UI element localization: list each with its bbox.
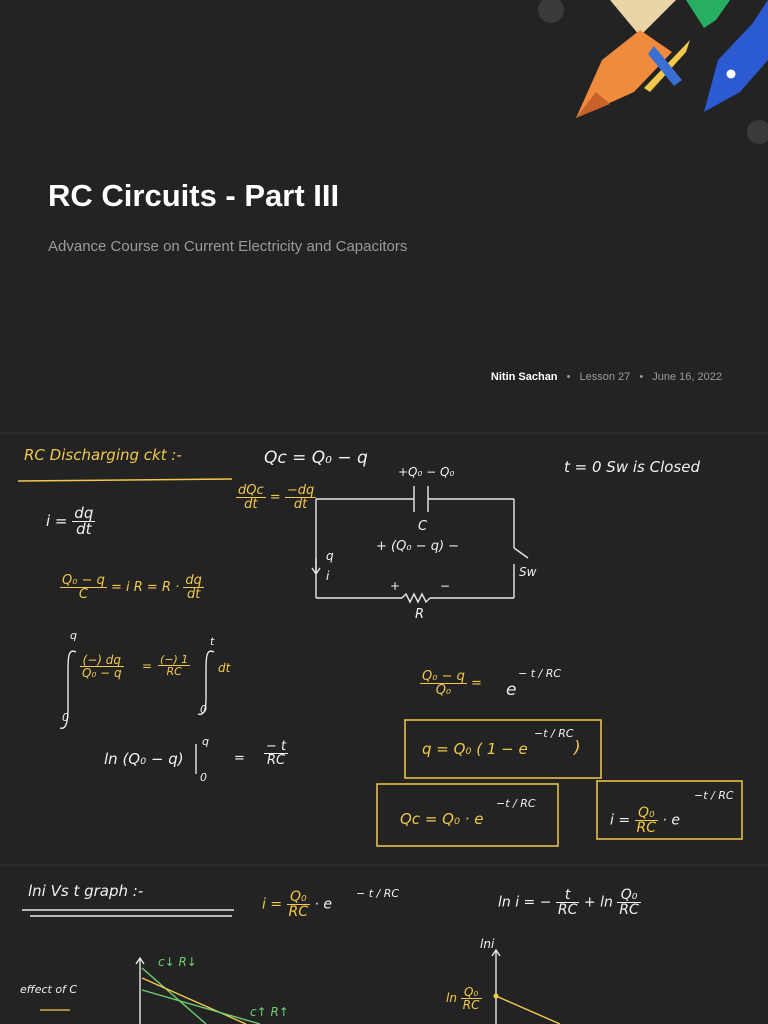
author-name: Nitin Sachan xyxy=(490,371,558,383)
notes-slide-discharging: RC Discharging ckt :- Qc = Q₀ − q t = 0 … xyxy=(0,434,768,864)
log-expression: ln (Q₀ − q) xyxy=(104,750,184,768)
integral-dt: dt xyxy=(218,661,231,675)
current-label: i xyxy=(326,569,330,583)
capacitor-charge-power: −t / RC xyxy=(496,797,536,810)
nib-hole xyxy=(726,69,736,79)
switch-label: Sw xyxy=(519,565,537,579)
capacitor-charge-formula: Qc = Q₀ · e xyxy=(400,810,484,828)
charge-formula-close: ) xyxy=(574,738,581,758)
high-c-label: c↑ R↑ xyxy=(250,1005,289,1019)
answer-box-current xyxy=(596,780,743,840)
graph-line-high-c xyxy=(141,989,261,1024)
exp-power: − t / RC xyxy=(518,667,562,680)
pen-nib-icon xyxy=(704,0,768,112)
resistor-label: R xyxy=(415,607,425,622)
meta-separator: • xyxy=(639,371,644,383)
course-subtitle: Advance Course on Current Electricity an… xyxy=(48,238,408,255)
low-c-label: c↓ R↓ xyxy=(158,955,197,969)
integral-equals: = xyxy=(142,659,153,673)
graph-line-mid xyxy=(141,977,247,1024)
capacitor-plate-charges: +Q₀ − Q₀ xyxy=(398,465,455,479)
current-formula-power: −t / RC xyxy=(694,789,734,802)
pencil-tip-shape xyxy=(610,0,676,36)
integral-upper-limit: q xyxy=(70,629,77,642)
resistor-plus: + xyxy=(390,579,401,593)
cover-slide: RC Circuits - Part III Advance Course on… xyxy=(0,0,768,432)
capacitor-charge-label: + (Q₀ − q) − xyxy=(376,539,460,554)
resistor-minus: − xyxy=(440,579,451,593)
heading-underline xyxy=(17,478,233,482)
switch-condition: t = 0 Sw is Closed xyxy=(564,458,700,476)
notes-drawing xyxy=(17,478,743,847)
answer-box-charge xyxy=(404,719,602,779)
integral-upper-limit-t: t xyxy=(210,635,215,648)
axis-arrow xyxy=(491,948,501,957)
charge-formula-power: −t / RC xyxy=(534,727,574,740)
charge-formula: q = Q₀ ( 1 − e xyxy=(422,740,528,758)
current-equation-power: − t / RC xyxy=(356,887,400,900)
pencil-point xyxy=(576,92,610,118)
graph-heading: lni Vs t graph :- xyxy=(28,882,144,900)
graph-line-low-c xyxy=(141,967,207,1024)
log-upper-limit: q xyxy=(202,735,209,748)
exp-base: e xyxy=(506,680,517,700)
qc-relation: Qc = Q₀ − q xyxy=(264,448,368,468)
integral-lower-limit-0: 0 xyxy=(200,703,207,716)
graph-drawing xyxy=(22,909,561,1024)
log-equals: = xyxy=(234,751,245,766)
lesson-date: June 16, 2022 xyxy=(652,371,722,383)
intercept-point xyxy=(493,993,499,999)
integral-lower-limit: 0 xyxy=(62,711,69,724)
circuit-diagram xyxy=(311,486,529,604)
integral-sign xyxy=(59,650,77,729)
lesson-meta: Nitin Sachan • Lesson 27 • June 16, 2022 xyxy=(491,371,722,383)
lesson-number: Lesson 27 xyxy=(579,371,631,383)
answer-box-capacitor-charge xyxy=(376,783,559,847)
deco-circle xyxy=(538,0,564,23)
notes-heading: RC Discharging ckt :- xyxy=(24,446,182,464)
decorative-shapes xyxy=(538,0,768,144)
leaf-shape xyxy=(686,0,730,28)
integral-sign xyxy=(197,650,215,716)
axis-arrow xyxy=(135,956,145,965)
course-title: RC Circuits - Part III xyxy=(48,178,340,213)
meta-separator: • xyxy=(566,371,571,383)
log-lower-limit: 0 xyxy=(200,771,207,784)
capacitor-label: C xyxy=(418,519,428,534)
charge-label: q xyxy=(326,549,334,563)
effect-label: effect of C xyxy=(20,983,78,996)
axis-lni-label: lni xyxy=(480,937,495,951)
bow-tie-shape-2 xyxy=(648,46,682,86)
deco-circle-small xyxy=(747,120,768,144)
graph-line-lni xyxy=(495,995,561,1024)
